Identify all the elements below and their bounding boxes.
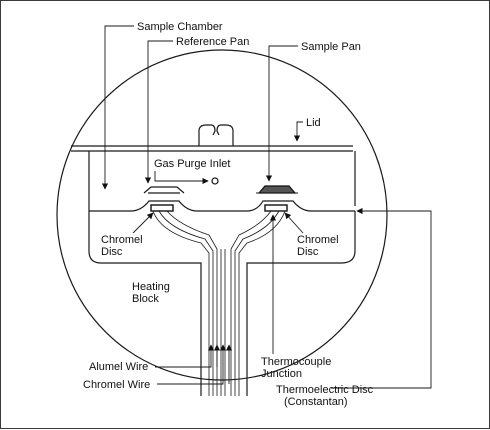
- pointer-reference-pan: [144, 40, 173, 184]
- label-gas-purge-inlet: Gas Purge Inlet: [154, 158, 230, 170]
- label-thermoelectric-2: (Constantan): [284, 396, 348, 408]
- heating-block-outline: [88, 211, 356, 396]
- label-sample-chamber: Sample Chamber: [137, 21, 223, 33]
- lid-line: [71, 145, 353, 152]
- gas-purge-inlet-port: [211, 177, 219, 185]
- sample-pan-shape: [257, 185, 297, 194]
- pointer-chromel-disc-right: [284, 212, 304, 234]
- chamber-walls: [88, 151, 356, 211]
- pointer-thermoelectric-disc: [331, 207, 432, 389]
- reference-pan-shape: [143, 186, 185, 194]
- pointer-lid: [293, 121, 303, 142]
- pointer-sample-pan: [265, 45, 298, 182]
- heating-block-top: [89, 200, 355, 212]
- thermocouple-wires: [152, 210, 286, 396]
- pointer-sample-chamber: [101, 25, 134, 190]
- label-chromel-disc-right-1: Chromel: [297, 234, 339, 246]
- label-thermocouple-1: Thermocouple: [261, 356, 331, 368]
- chromel-disc-right: [264, 204, 288, 212]
- cell-outline-circle: [56, 49, 388, 381]
- pointer-gas-purge-inlet: [154, 171, 209, 185]
- pointer-chromel-wire: [157, 344, 227, 385]
- label-thermocouple-2: Junction: [261, 368, 302, 380]
- label-heating-block-1: Heating: [132, 281, 170, 293]
- label-chromel-disc-left-1: Chromel: [101, 234, 143, 246]
- lid-knob: [198, 124, 234, 146]
- label-alumel-wire: Alumel Wire: [89, 361, 148, 373]
- pointer-alumel-wire: [155, 344, 215, 368]
- label-sample-pan: Sample Pan: [301, 41, 361, 53]
- label-thermoelectric-1: Thermoelectric Disc: [276, 384, 374, 396]
- label-heating-block-2: Block: [132, 293, 159, 305]
- label-lid: Lid: [306, 117, 321, 129]
- label-chromel-disc-left-2: Disc: [101, 246, 123, 258]
- label-chromel-wire: Chromel Wire: [83, 379, 150, 391]
- pointer-chromel-disc-left: [132, 212, 154, 234]
- label-reference-pan: Reference Pan: [176, 36, 249, 48]
- chromel-disc-left: [150, 204, 174, 212]
- label-chromel-disc-right-2: Disc: [297, 246, 319, 258]
